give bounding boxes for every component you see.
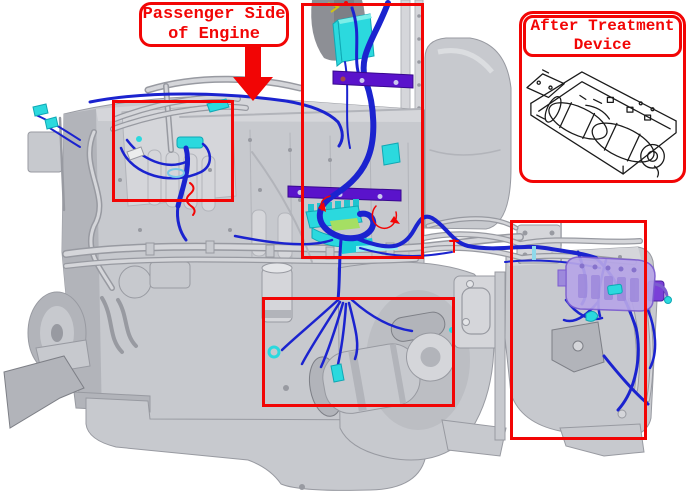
passenger-side-callout-line2: of Engine	[168, 24, 260, 44]
engine-body	[3, 0, 658, 491]
after-treatment-callout-line1: After Treatment	[530, 17, 675, 35]
starter-motor	[308, 311, 456, 417]
highlight-box-starter-harness	[262, 297, 455, 407]
down-arrow-icon	[233, 44, 273, 101]
after-treatment-line-art	[526, 69, 677, 178]
after-treatment-callout: After Treatment Device	[523, 15, 682, 57]
purple-bracket-lower	[287, 185, 402, 202]
wiring-harness	[35, 0, 657, 412]
highlight-box-front-harness	[112, 100, 234, 202]
passenger-side-callout: Passenger Side of Engine	[139, 2, 289, 47]
connector-details	[32, 98, 623, 383]
highlight-box-transmission-harness	[510, 220, 647, 440]
passenger-side-callout-line1: Passenger Side	[142, 4, 286, 24]
after-treatment-callout-line2: Device	[573, 36, 632, 54]
after-treatment-inset: After Treatment Device	[519, 11, 686, 183]
highlight-box-center-harness	[301, 3, 424, 259]
